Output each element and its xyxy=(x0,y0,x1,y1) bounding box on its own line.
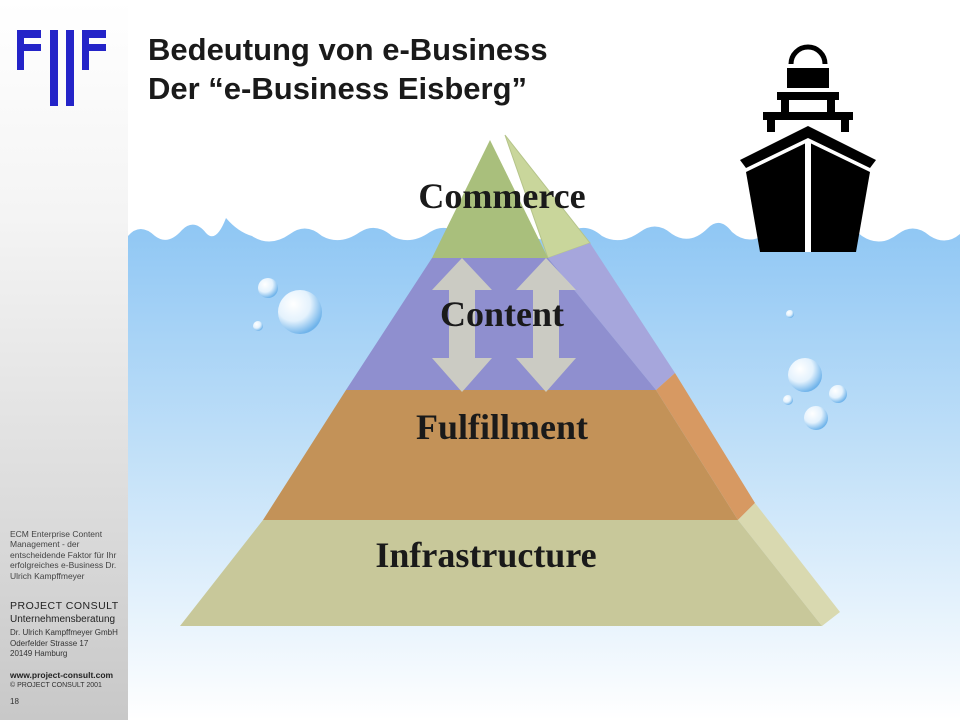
bubble-icon xyxy=(278,290,322,334)
layer-label-content: Content xyxy=(440,294,564,334)
page-title: Bedeutung von e-Business Der “e-Business… xyxy=(148,30,548,108)
bubble-icon xyxy=(788,358,822,392)
company-city: 20149 Hamburg xyxy=(10,649,68,658)
double-arrow-icon xyxy=(516,258,576,392)
bubble-icon xyxy=(786,310,794,318)
pyramid-layer-content xyxy=(346,258,656,390)
pyramid-side-fulfillment xyxy=(656,373,755,520)
layer-label-infrastructure: Infrastructure xyxy=(375,535,596,575)
copyright-note: © PROJECT CONSULT 2001 xyxy=(10,682,102,689)
title-line-1: Bedeutung von e-Business xyxy=(148,32,548,67)
sidebar-description: ECM Enterprise Content Management - der … xyxy=(10,529,117,581)
sidebar: ECM Enterprise Content Management - der … xyxy=(0,0,128,720)
pyramid-layer-commerce xyxy=(432,140,548,258)
bubble-icon xyxy=(253,321,263,331)
title-line-2: Der “e-Business Eisberg” xyxy=(148,71,528,106)
company-owner: Dr. Ulrich Kampffmeyer GmbH xyxy=(10,628,118,637)
double-arrow-icon xyxy=(432,258,492,392)
company-street: Oderfelder Strasse 17 xyxy=(10,638,89,648)
page-number: 18 xyxy=(10,697,19,706)
bubble-icon xyxy=(783,395,793,405)
company-address: Dr. Ulrich Kampffmeyer GmbH Oderfelder S… xyxy=(10,628,118,660)
bubble-icon xyxy=(829,385,847,403)
pyramid: Commerce Content Fulfillment Infrastruct… xyxy=(180,134,840,626)
ship-icon xyxy=(740,44,876,252)
company-subtitle: Unternehmensberatung xyxy=(10,614,116,625)
pyramid-side-infrastructure xyxy=(738,503,840,626)
layer-label-commerce: Commerce xyxy=(418,176,585,216)
layer-label-fulfillment: Fulfillment xyxy=(416,407,588,447)
company-website-link[interactable]: www.project-consult.com xyxy=(10,670,114,680)
pyramid-layer-infrastructure xyxy=(180,520,822,626)
company-logo-icon xyxy=(17,30,106,106)
bubble-icon xyxy=(258,278,278,298)
pyramid-side-content xyxy=(548,243,675,390)
bubble-icon xyxy=(804,406,828,430)
pyramid-layer-fulfillment xyxy=(263,390,738,520)
company-name: PROJECT CONSULT xyxy=(10,600,119,612)
